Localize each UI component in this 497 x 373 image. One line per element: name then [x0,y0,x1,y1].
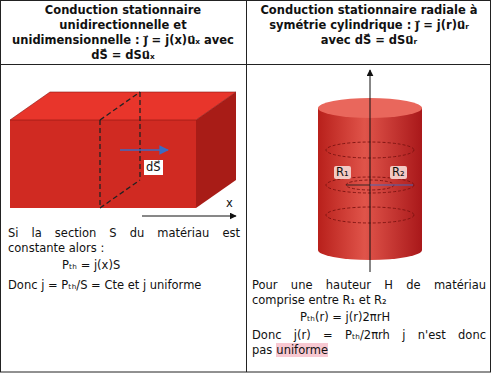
body-text: Pour une hauteur H de matériau comprise … [252,278,486,308]
vector-label: dS⃗ [144,160,163,175]
body-text-group: Donc j(r) = Pₜₕ/2πrh j n'est donc pasuni… [252,328,486,358]
formula: Pₜₕ = j(x)S [62,258,120,273]
body-text: Si la section S du matériau est constant… [8,226,240,256]
radius-label: R₂ [390,166,407,179]
formula: Pₜₕ(r) = j(r)2πrH [300,310,390,325]
cylinder-figure [318,70,422,272]
body-text: Donc j = Pₜₕ/S = Cte et j uniforme [8,278,240,293]
radius-label: R₁ [334,166,351,179]
column-header: Conduction stationnaire unidirectionnell… [10,3,236,63]
axis-label: x [226,196,233,211]
column-header: Conduction stationnaire radiale à symétr… [256,3,482,48]
block-figure [10,92,236,216]
highlighted-word: uniforme [276,343,328,357]
